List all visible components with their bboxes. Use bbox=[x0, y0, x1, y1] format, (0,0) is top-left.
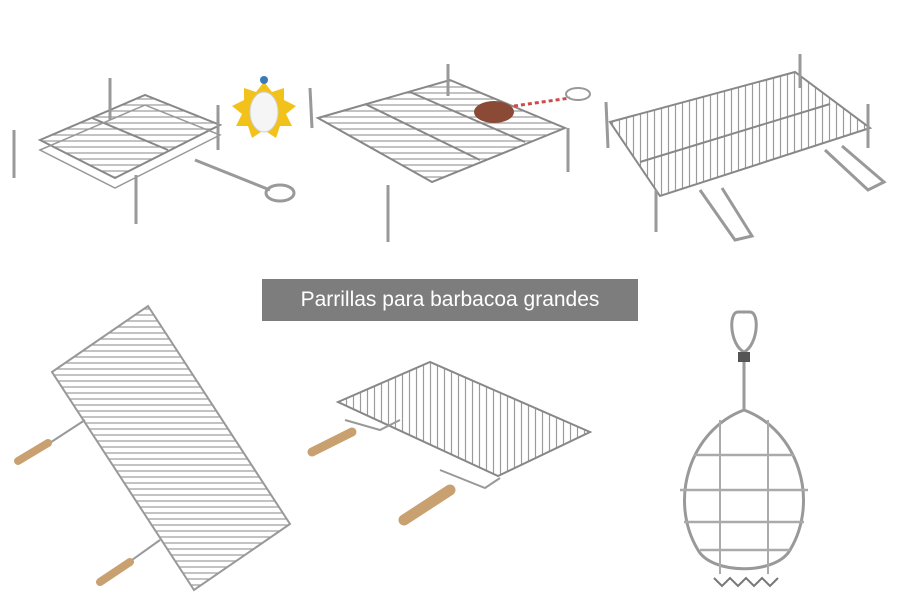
grill-product-4 bbox=[14, 304, 292, 592]
product-label-icon bbox=[474, 101, 514, 123]
grill-product-2 bbox=[308, 64, 591, 242]
grill-product-6 bbox=[680, 310, 808, 588]
wooden-handle-icon bbox=[14, 439, 134, 586]
spring-icon bbox=[713, 576, 779, 588]
wooden-handle-icon bbox=[307, 427, 456, 526]
grill-product-1 bbox=[12, 76, 296, 224]
grill-product-3 bbox=[604, 54, 887, 242]
hanging-loop-icon bbox=[730, 310, 758, 354]
grill-rack bbox=[335, 360, 593, 478]
grill-rack bbox=[50, 304, 292, 592]
grill-product-5 bbox=[307, 360, 593, 526]
badge-icon bbox=[232, 76, 296, 138]
banner-title: Parrillas para barbacoa grandes bbox=[262, 279, 638, 321]
